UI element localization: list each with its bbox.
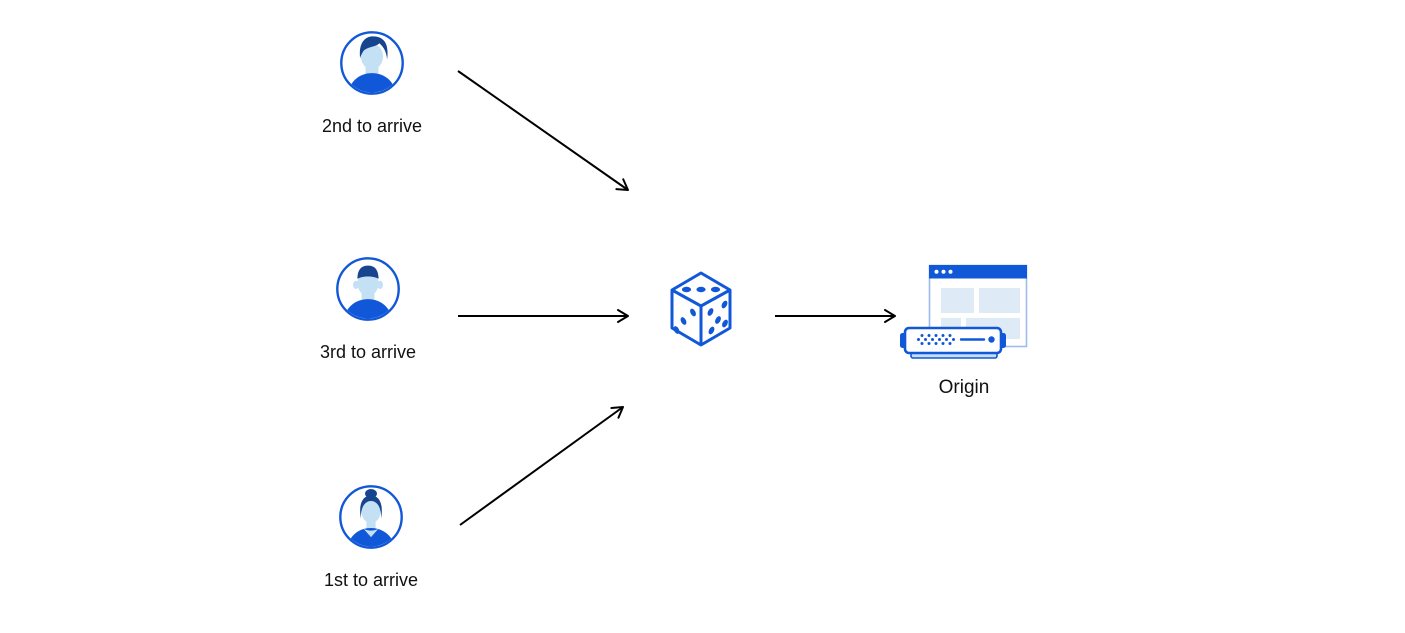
random-steering-node: [669, 270, 733, 348]
arrow-client2-to-dice: [457, 70, 629, 191]
female-user-avatar-icon: [338, 484, 404, 550]
dice-icon: [669, 270, 733, 348]
client-node-3rd-to-arrive: 3rd to arrive: [296, 256, 440, 363]
origin-server-browser-icon: [898, 258, 1030, 362]
client-node-2nd-to-arrive: 2nd to arrive: [300, 30, 444, 137]
client-node-1st-to-arrive: 1st to arrive: [299, 484, 443, 591]
origin-label: Origin: [938, 377, 990, 398]
male-user-avatar-icon: [339, 30, 405, 96]
client-label: 3rd to arrive: [319, 342, 417, 362]
arrow-client1-to-dice: [459, 406, 624, 526]
client-label: 1st to arrive: [323, 570, 419, 590]
origin-node: Origin: [898, 258, 1030, 399]
male-user-avatar-icon: [335, 256, 401, 322]
client-label: 2nd to arrive: [321, 116, 423, 136]
